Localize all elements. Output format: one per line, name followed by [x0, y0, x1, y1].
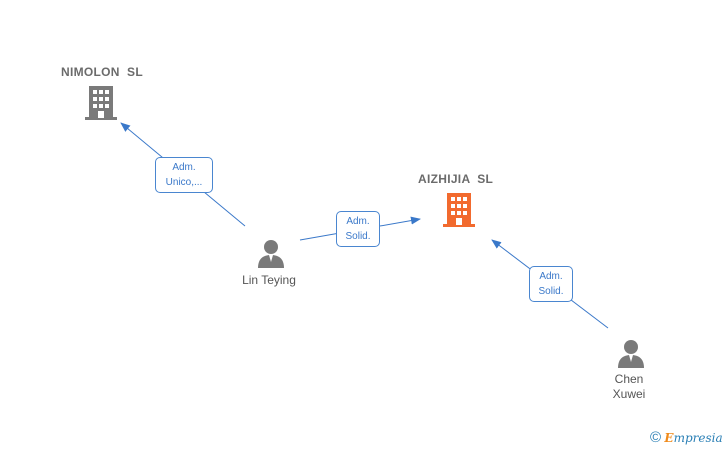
relation-line2: Unico,... [165, 177, 203, 188]
person-name-line1: Chen [614, 372, 644, 386]
relation-line1: Adm. [346, 216, 370, 227]
relation-label-adm-solid-lin[interactable]: Adm. Solid. [336, 211, 380, 247]
person-name-lin-teying[interactable]: Lin Teying [242, 273, 296, 287]
person-name-line2: Xuwei [612, 387, 646, 401]
relation-line2: Solid. [538, 286, 564, 297]
brand-logo: © Empresia [650, 429, 723, 446]
person-name-chen-xuwei[interactable]: Chen Xuwei [598, 372, 660, 402]
relation-label-adm-solid-chen[interactable]: Adm. Solid. [529, 266, 573, 302]
brand-e: E [664, 431, 674, 445]
relation-label-adm-unico[interactable]: Adm. Unico,... [155, 157, 213, 193]
company-name-nimolon[interactable]: NIMOLON SL [61, 65, 143, 79]
relation-line2: Solid. [345, 231, 371, 242]
relation-line1: Adm. [172, 162, 196, 173]
brand-rest: mpresia [673, 431, 723, 445]
relation-line1: Adm. [539, 271, 563, 282]
person-icon[interactable] [256, 238, 286, 268]
copyright-icon: © [650, 429, 662, 446]
building-icon[interactable] [443, 191, 475, 227]
company-name-aizhijia[interactable]: AIZHIJIA SL [418, 172, 494, 186]
person-icon[interactable] [616, 338, 646, 368]
building-icon[interactable] [85, 84, 117, 120]
